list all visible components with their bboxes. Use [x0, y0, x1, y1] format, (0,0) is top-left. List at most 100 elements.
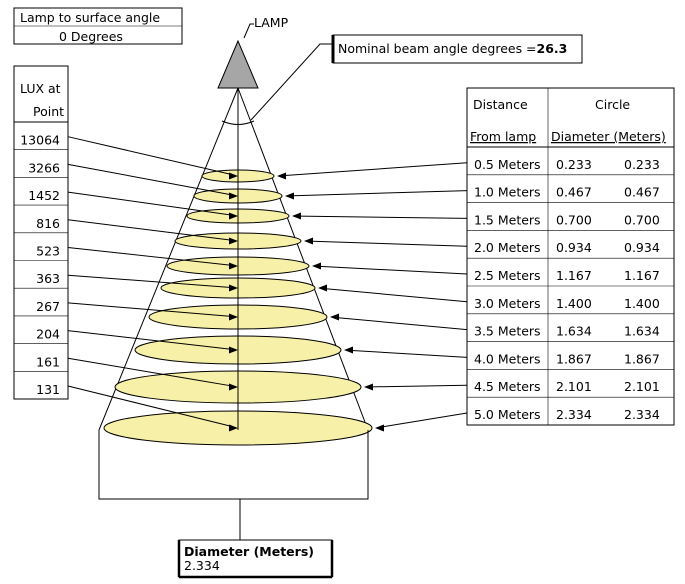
cone-right-edge	[237, 87, 369, 431]
beam-angle-value: 26.3	[537, 41, 568, 56]
header-circle-2: Diameter (Meters)	[551, 129, 666, 144]
lamp-label-leader	[243, 23, 254, 39]
distance-pointer-line	[382, 412, 468, 428]
lux-pointer-line	[67, 163, 232, 196]
lux-value: 3266	[28, 160, 60, 175]
header-distance-2: From lamp	[470, 129, 536, 144]
lamp-icon	[217, 39, 259, 89]
circle-diameter-cell: 0.233	[556, 157, 592, 172]
lux-pointer-line	[67, 247, 232, 266]
circle-diameter-cell: 0.934	[624, 240, 660, 255]
lux-value: 523	[36, 244, 60, 259]
circle-diameter-cell: 1.867	[556, 351, 592, 366]
beam-angle-box: Nominal beam angle degrees =26.3	[250, 34, 583, 121]
diameter-value: 2.334	[184, 558, 220, 573]
circle-diameter-cell: 1.634	[556, 324, 592, 339]
lux-pointer-arrows	[67, 136, 238, 432]
distance-pointer-line	[337, 317, 468, 331]
beam-angle-frame	[332, 34, 583, 64]
lamp-angle-title: Lamp to surface angle	[20, 10, 160, 25]
distance-pointer-arrowhead	[304, 237, 313, 245]
distance-pointer-line	[299, 215, 468, 219]
distance-cell: 2.5 Meters	[474, 268, 541, 283]
circle-diameter-cell: 1.400	[624, 296, 660, 311]
distance-pointer-arrowhead	[364, 383, 373, 391]
circle-diameter-cell: 2.334	[624, 407, 660, 422]
lux-pointer-arrowhead	[229, 313, 238, 321]
distance-pointer-arrowhead	[277, 172, 286, 180]
distance-pointer-arrowhead	[344, 346, 353, 354]
distance-cell: 0.5 Meters	[474, 157, 541, 172]
lux-value: 267	[36, 299, 60, 314]
lux-pointer-line	[67, 302, 232, 317]
lux-pointer-arrowhead	[229, 383, 238, 391]
beam-cone	[67, 87, 468, 446]
distance-pointer-line	[311, 240, 468, 247]
distance-pointer-arrowhead	[375, 424, 384, 432]
distance-cell: 4.0 Meters	[474, 351, 541, 366]
distance-pointer-line	[284, 162, 468, 176]
distance-pointer-line	[292, 190, 468, 197]
distance-cell: 4.5 Meters	[474, 379, 541, 394]
lux-pointer-line	[67, 330, 232, 350]
circle-diameter-cell: 2.334	[556, 407, 592, 422]
circle-diameter-cell: 1.167	[556, 268, 592, 283]
circle-diameter-cell: 0.233	[624, 157, 660, 172]
beam-angle-text: Nominal beam angle degrees =26.3	[338, 41, 567, 56]
distance-table-frame	[466, 87, 675, 426]
distance-table: Distance From lamp Circle Diameter (Mete…	[466, 87, 675, 426]
lux-value: 1452	[28, 188, 60, 203]
lamp-angle-box: Lamp to surface angle 0 Degrees	[13, 7, 183, 45]
distance-pointer-arrowhead	[312, 262, 321, 270]
distance-cell: 1.5 Meters	[474, 212, 541, 227]
circle-diameter-cell: 1.867	[624, 351, 660, 366]
distance-pointer-arrows	[277, 162, 468, 432]
lux-pointer-line	[67, 385, 232, 427]
distance-pointer-line	[351, 349, 468, 358]
header-circle-1: Circle	[595, 97, 630, 112]
distance-pointer-line	[319, 265, 468, 275]
distance-pointer-arrowhead	[285, 192, 294, 200]
lux-header-frame	[13, 65, 69, 123]
lux-value: 816	[36, 216, 60, 231]
lux-pointer-arrowhead	[229, 212, 238, 220]
circle-diameter-cell: 2.101	[624, 379, 660, 394]
lux-value: 161	[36, 354, 60, 369]
cone-left-edge	[98, 87, 239, 431]
distance-cell: 3.5 Meters	[474, 324, 541, 339]
diameter-bracket-lines	[98, 430, 369, 500]
lux-pointer-line	[67, 219, 232, 241]
diameter-label: Diameter (Meters)	[184, 544, 314, 559]
lux-pointer-arrowhead	[229, 424, 238, 432]
circle-diameter-cell: 1.167	[624, 268, 660, 283]
lux-header-line2: Point	[33, 104, 64, 119]
circle-diameter-cell: 0.700	[624, 212, 660, 227]
lux-pointer-arrowhead	[229, 172, 238, 180]
lux-header-line1: LUX at	[20, 81, 61, 96]
lux-value: 204	[36, 327, 60, 342]
diameter-bracket	[98, 430, 369, 540]
lamp-label: LAMP	[254, 15, 289, 30]
circle-diameter-cell: 0.934	[556, 240, 592, 255]
circle-diameter-cell: 0.700	[556, 212, 592, 227]
lux-pointer-line	[67, 357, 232, 387]
lux-pointer-arrowhead	[229, 284, 238, 292]
distance-pointer-arrowhead	[318, 284, 327, 292]
lux-pointer-line	[67, 274, 232, 288]
circle-diameter-cell: 0.467	[556, 185, 592, 200]
lux-header-box: LUX at Point	[13, 65, 69, 123]
distance-cell: 5.0 Meters	[474, 407, 541, 422]
lamp-angle-value: 0 Degrees	[59, 29, 123, 44]
beam-angle-arc	[221, 120, 255, 125]
lux-pointer-line	[67, 136, 232, 175]
beam-angle-label: Nominal beam angle degrees =	[338, 41, 537, 56]
lux-pointer-arrowhead	[229, 346, 238, 354]
distance-pointer-arrowhead	[330, 313, 339, 321]
distance-cell: 2.0 Meters	[474, 240, 541, 255]
distance-pointer-arrowhead	[292, 212, 301, 220]
lux-pointer-arrowhead	[229, 262, 238, 270]
